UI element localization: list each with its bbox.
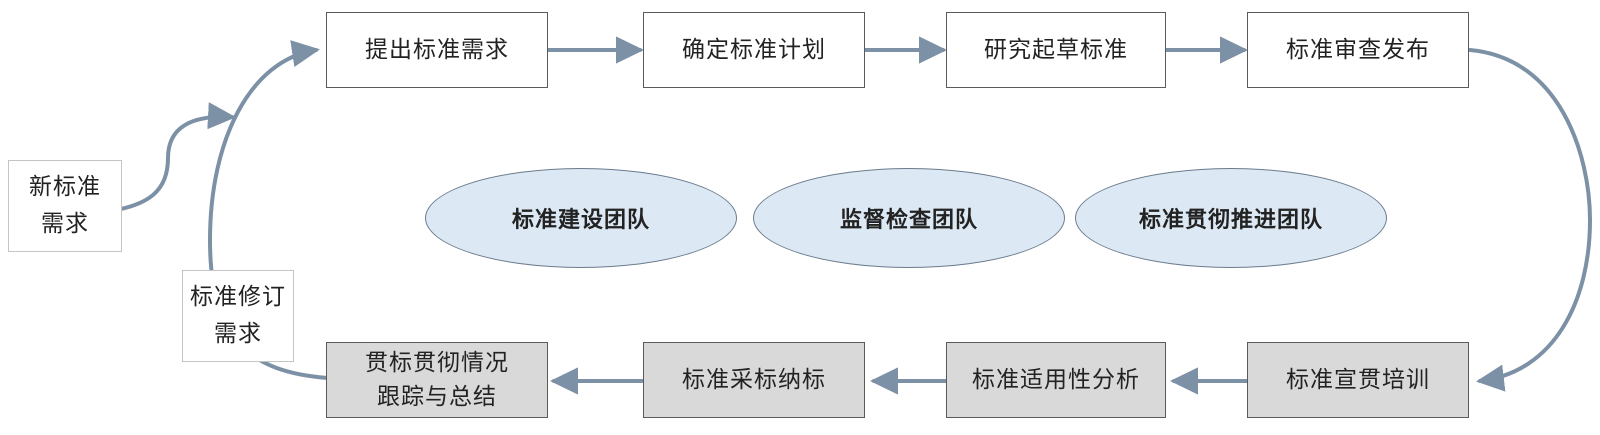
side-label: 标准修订 需求 bbox=[190, 284, 286, 347]
step-label: 标准采标纳标 bbox=[682, 366, 826, 393]
step-label: 标准审查发布 bbox=[1286, 36, 1430, 63]
step-tracking-summary: 贯标贯彻情况 跟踪与总结 bbox=[326, 342, 548, 418]
step-research-draft: 研究起草标准 bbox=[946, 12, 1166, 88]
team-label: 标准贯彻推进团队 bbox=[1138, 208, 1323, 233]
arrow-right-loop bbox=[1468, 48, 1593, 392]
arrow-new-demand bbox=[102, 102, 236, 214]
team-supervision-inspection: 监督检查团队 bbox=[753, 168, 1065, 268]
arrow-left-loop bbox=[207, 40, 330, 380]
new-standard-demand-box: 新标准 需求 bbox=[8, 160, 122, 252]
step-label: 提出标准需求 bbox=[365, 36, 509, 63]
revision-demand-box: 标准修订 需求 bbox=[182, 270, 294, 362]
step-label: 研究起草标准 bbox=[984, 36, 1128, 63]
step-label: 标准适用性分析 bbox=[972, 366, 1140, 393]
step-label: 确定标准计划 bbox=[682, 36, 826, 63]
team-label: 监督检查团队 bbox=[839, 208, 978, 233]
team-implementation-promotion: 标准贯彻推进团队 bbox=[1075, 168, 1387, 268]
step-label: 贯标贯彻情况 跟踪与总结 bbox=[365, 349, 509, 411]
step-adopt-standard: 标准采标纳标 bbox=[643, 342, 865, 418]
step-propose-demand: 提出标准需求 bbox=[326, 12, 548, 88]
team-label: 标准建设团队 bbox=[511, 208, 650, 233]
step-applicability-analysis: 标准适用性分析 bbox=[946, 342, 1166, 418]
team-standard-building: 标准建设团队 bbox=[425, 168, 737, 268]
step-define-plan: 确定标准计划 bbox=[643, 12, 865, 88]
step-review-publish: 标准审查发布 bbox=[1247, 12, 1469, 88]
step-label: 标准宣贯培训 bbox=[1286, 366, 1430, 393]
step-promotion-training: 标准宣贯培训 bbox=[1247, 342, 1469, 418]
side-label: 新标准 需求 bbox=[29, 174, 101, 237]
